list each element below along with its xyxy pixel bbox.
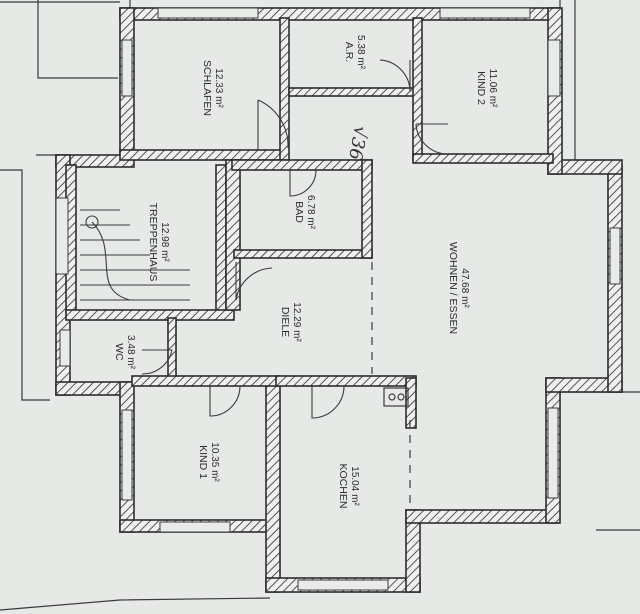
room-name-wc: WC [113,343,125,361]
room-labels: SCHLAFEN 12.33 m² A.R. 5.38 m² KIND 2 11… [113,35,498,508]
room-name-kind1: KIND 1 [197,445,209,479]
room-name-schlafen: SCHLAFEN [201,60,213,116]
interior-walls [65,17,554,429]
room-area-schlafen: 12.33 m² [213,68,224,108]
doors [80,59,449,419]
room-name-kind2: KIND 2 [475,71,487,105]
room-area-kind1: 10.35 m² [209,442,220,482]
room-name-kochen: KOCHEN [337,464,349,509]
room-area-kind2: 11.06 m² [487,69,498,108]
room-area-kochen: 15.04 m² [349,466,360,506]
windows [55,7,621,591]
room-area-treppenhaus: 12.98 m² [159,222,170,262]
room-name-diele: DIELE [279,307,291,337]
room-name-treppenhaus: TREPPENHAUS [147,203,159,282]
room-area-bad: 6.78 m² [305,195,316,230]
room-name-bad: BAD [293,201,305,223]
room-area-wc: 3.48 m² [125,335,136,370]
room-name-wohnen: WOHNEN / ESSEN [447,242,459,334]
stove-symbol [383,387,409,407]
room-area-ar: 5.38 m² [355,35,366,70]
room-name-ar: A.R. [343,42,355,62]
room-area-wohnen: 47.68 m² [459,268,470,308]
room-area-diele: 12.29 m² [291,302,302,342]
